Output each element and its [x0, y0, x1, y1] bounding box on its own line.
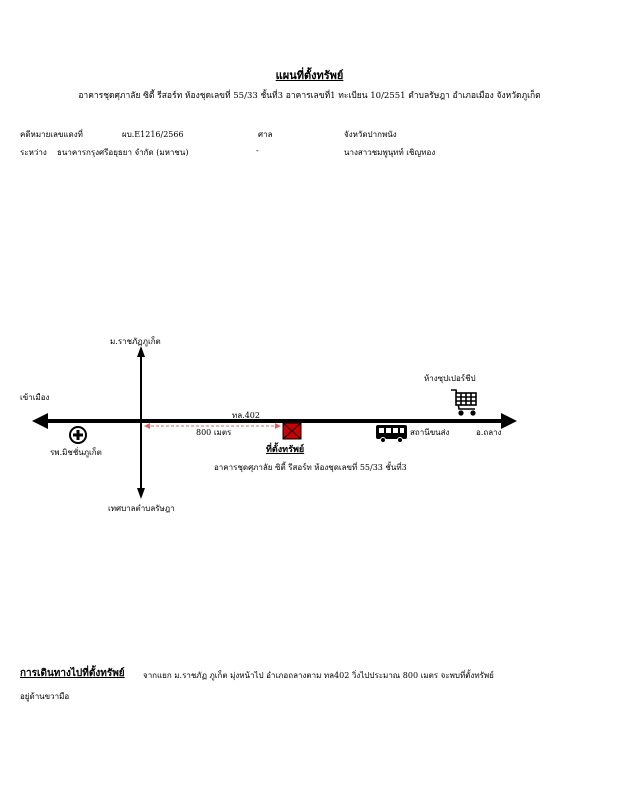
directions-heading: การเดินทางไปที่ตั้งทรัพย์ [20, 668, 125, 679]
label-west-city: เข้าเมือง [20, 393, 50, 402]
label-south-municipality: เทศบาลตำบลรัษฎา [108, 504, 175, 513]
distance-arrow-right [275, 423, 281, 429]
defendant-name: นางสาวชมพูนุทท์ เชิญทอง [344, 148, 436, 157]
distance-arrow-left [144, 423, 150, 429]
east-arrow [501, 413, 517, 429]
hospital-icon [69, 426, 87, 444]
label-supermarket: ห้างซุปเปอร์ชีป [424, 374, 476, 383]
directions-text-continued: อยู่ด้านขวามือ [20, 692, 70, 701]
case-label: คดีหมายเลขแดงที่ [20, 130, 83, 139]
north-arrow [137, 346, 145, 357]
south-arrow [137, 488, 145, 499]
plaintiff-name: ธนาคารกรุงศรีอยุธยา จำกัด (มหาชน) [57, 148, 189, 157]
bus-icon [376, 425, 407, 443]
label-property: ที่ตั้งทรัพย์ [266, 445, 305, 455]
directions-text: จากแยก ม.ราชภัฏ ภูเก็ต มุ่งหน้าไป อำเภอถ… [143, 671, 494, 680]
west-arrow [32, 413, 48, 429]
property-address: อาคารชุดศุภาลัย ซิตี้ รีสอร์ท ห้องชุดเลข… [78, 91, 541, 101]
shopping-cart-icon [451, 389, 477, 416]
page-title: แผนที่ตั้งทรัพย์ [275, 69, 344, 82]
label-property-detail: อาคารชุดศุภาลัย ซิตี้ รีสอร์ท ห้องชุดเลข… [214, 463, 407, 472]
label-north-university: ม.ราชภัฏภูเก็ต [110, 337, 161, 346]
between-label: ระหว่าง [20, 148, 47, 157]
property-marker-icon [282, 422, 302, 440]
label-road-402: ทล.402 [232, 411, 260, 420]
label-hospital: รพ.มิชชั่นภูเก็ต [50, 448, 102, 457]
party-separator: - [256, 146, 259, 155]
label-distance: 800 เมตร [196, 428, 232, 437]
label-bus-station: สถานีขนส่ง [410, 428, 450, 437]
court-label: ศาล [258, 130, 273, 139]
case-number: ผบ.E1216/2566 [122, 130, 184, 139]
court-name: จังหวัดปากพนัง [344, 130, 397, 139]
label-east-thalang: อ.ถลาง [476, 428, 502, 437]
